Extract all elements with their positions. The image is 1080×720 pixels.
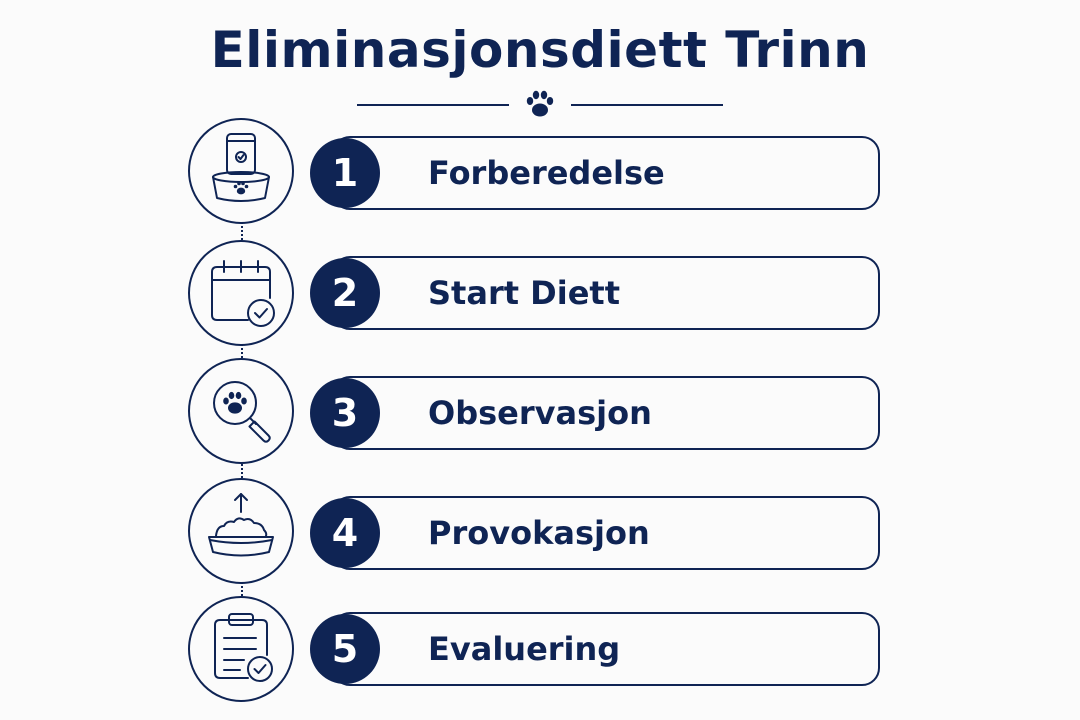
food-bowl-arrow-icon bbox=[208, 493, 274, 557]
step-4-icon-circle bbox=[188, 478, 294, 584]
calendar-check-icon bbox=[211, 260, 275, 327]
step-1-number-badge: 1 bbox=[310, 138, 380, 208]
step-4-number-badge: 4 bbox=[310, 498, 380, 568]
step-3-card bbox=[332, 376, 880, 450]
step-3-label: Observasjon bbox=[428, 394, 652, 432]
step-connector bbox=[241, 344, 243, 358]
step-3-icon-circle bbox=[188, 358, 294, 464]
step-2-label: Start Diett bbox=[428, 274, 620, 312]
step-connector bbox=[241, 464, 243, 478]
step-5-label: Evaluering bbox=[428, 630, 621, 668]
step-5-number-badge: 5 bbox=[310, 614, 380, 684]
step-5-card bbox=[332, 612, 880, 686]
food-bag-and-bowl-icon bbox=[212, 133, 270, 202]
title-divider-right bbox=[571, 104, 723, 106]
step-connector bbox=[241, 222, 243, 240]
step-connector bbox=[241, 582, 243, 596]
step-3-number-badge: 3 bbox=[310, 378, 380, 448]
step-2-number-badge: 2 bbox=[310, 258, 380, 328]
magnifier-paw-icon bbox=[213, 381, 271, 443]
step-1-label: Forberedelse bbox=[428, 154, 665, 192]
step-4-label: Provokasjon bbox=[428, 514, 650, 552]
title-divider-left bbox=[357, 104, 509, 106]
clipboard-check-icon bbox=[214, 613, 273, 682]
step-1-icon-circle bbox=[188, 118, 294, 224]
step-1-card bbox=[332, 136, 880, 210]
step-2-icon-circle bbox=[188, 240, 294, 346]
paw-icon bbox=[526, 90, 554, 117]
page-title: Eliminasjonsdiett Trinn bbox=[210, 21, 870, 79]
step-5-icon-circle bbox=[188, 596, 294, 702]
step-4-card bbox=[332, 496, 880, 570]
